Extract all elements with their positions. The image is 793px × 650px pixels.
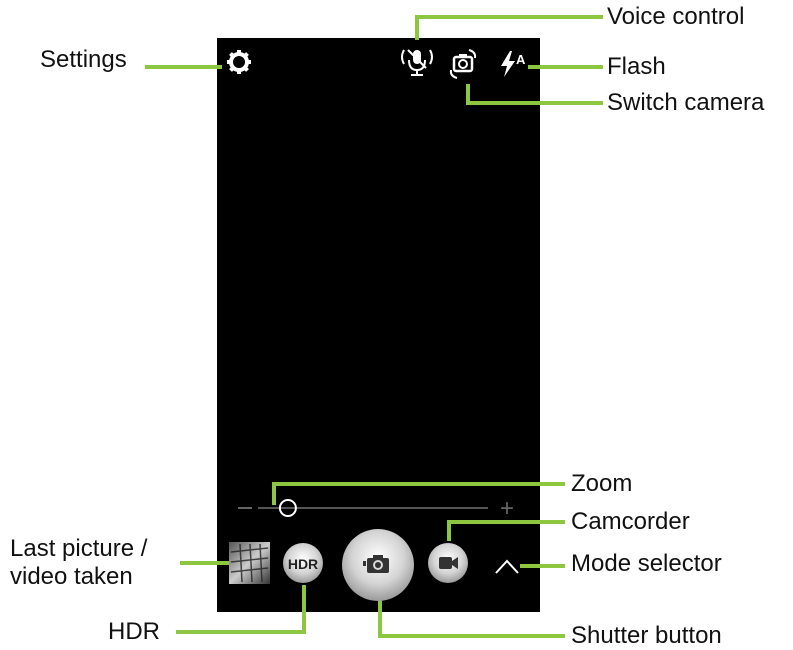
callout-hdr: HDR bbox=[108, 618, 160, 645]
leader-zoom bbox=[272, 482, 565, 505]
callout-last-picture: Last picture / video taken bbox=[10, 535, 147, 591]
callout-settings: Settings bbox=[40, 46, 127, 73]
callout-shutter-button: Shutter button bbox=[571, 622, 722, 649]
camera-viewfinder bbox=[217, 38, 540, 612]
camera-switch-icon[interactable] bbox=[449, 49, 477, 79]
leader-lines bbox=[145, 15, 603, 638]
gear-icon[interactable] bbox=[227, 50, 251, 74]
callout-voice-control: Voice control bbox=[607, 3, 745, 30]
camera-icon bbox=[363, 555, 389, 573]
callout-flash: Flash bbox=[607, 53, 666, 80]
callout-camcorder: Camcorder bbox=[571, 508, 690, 535]
leader-switch-camera bbox=[466, 84, 603, 105]
zoom-slider[interactable] bbox=[238, 499, 488, 517]
callout-mode-selector: Mode selector bbox=[571, 550, 722, 577]
leader-shutter bbox=[378, 585, 565, 638]
callout-last-picture-line2: video taken bbox=[10, 563, 133, 590]
callout-zoom: Zoom bbox=[571, 470, 633, 497]
leader-hdr bbox=[176, 585, 306, 634]
last-picture-thumbnail[interactable] bbox=[229, 542, 270, 584]
hdr-button-label: HDR bbox=[288, 556, 318, 572]
chevron-up-icon[interactable] bbox=[495, 559, 519, 574]
video-camera-icon bbox=[439, 557, 458, 569]
flash-mode-label: A bbox=[516, 52, 526, 67]
zoom-knob bbox=[278, 499, 297, 517]
leader-camcorder bbox=[447, 520, 565, 541]
microphone-icon[interactable] bbox=[401, 49, 433, 76]
hdr-button[interactable] bbox=[283, 543, 323, 583]
callout-switch-camera: Switch camera bbox=[607, 89, 765, 116]
flash-auto-icon[interactable] bbox=[501, 51, 515, 77]
callout-last-picture-line1: Last picture / bbox=[10, 535, 148, 562]
leader-voice-control bbox=[415, 15, 603, 40]
zoom-plus-icon[interactable]: + bbox=[500, 495, 514, 522]
